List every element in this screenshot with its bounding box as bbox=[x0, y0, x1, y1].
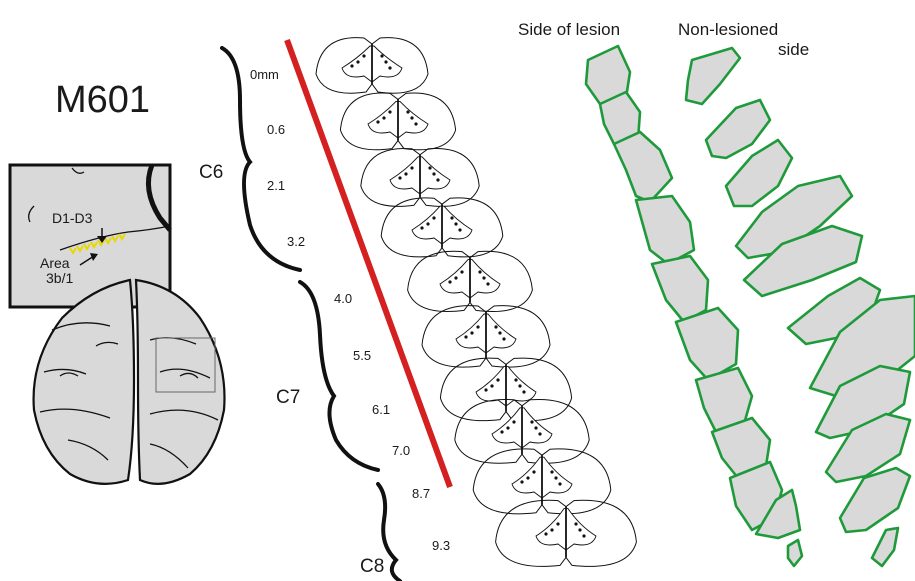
distance-label: 5.5 bbox=[353, 348, 371, 363]
spinal-section bbox=[496, 500, 637, 566]
nonlesion-side-reconstruction bbox=[686, 48, 915, 566]
labeled-terminal bbox=[526, 476, 529, 479]
distance-label: 2.1 bbox=[267, 178, 285, 193]
labeled-terminal bbox=[384, 60, 387, 63]
labeled-terminal bbox=[406, 110, 409, 113]
spinal-section bbox=[408, 251, 533, 311]
labeled-terminal bbox=[478, 270, 481, 273]
labeled-terminal bbox=[532, 470, 535, 473]
spinal-section bbox=[455, 399, 589, 463]
labeled-terminal bbox=[388, 66, 391, 69]
distance-label: 6.1 bbox=[372, 402, 390, 417]
labeled-terminal bbox=[376, 120, 379, 123]
brain-dorsal-view bbox=[34, 280, 225, 484]
lesion-side-header: Side of lesion bbox=[518, 20, 620, 39]
spinal-section bbox=[473, 449, 611, 514]
labeled-terminal bbox=[534, 426, 537, 429]
distance-label: 0.6 bbox=[267, 122, 285, 137]
labeled-terminal bbox=[470, 331, 473, 334]
labeled-terminal bbox=[494, 325, 497, 328]
area-label: Area bbox=[40, 255, 70, 271]
labeled-terminal bbox=[496, 378, 499, 381]
labeled-terminal bbox=[520, 480, 523, 483]
labeled-terminal bbox=[398, 176, 401, 179]
distance-label: 3.2 bbox=[287, 234, 305, 249]
labeled-terminal bbox=[500, 430, 503, 433]
labeled-terminal bbox=[454, 222, 457, 225]
distance-label: 0mm bbox=[250, 67, 279, 82]
labeled-terminal bbox=[428, 166, 431, 169]
distance-label: 4.0 bbox=[334, 291, 352, 306]
labeled-terminal bbox=[538, 432, 541, 435]
labeled-terminal bbox=[486, 282, 489, 285]
labeled-terminal bbox=[582, 534, 585, 537]
labeled-terminal bbox=[530, 420, 533, 423]
nonlesion-side-header: Non-lesioned bbox=[678, 20, 778, 39]
spinal-section bbox=[316, 38, 428, 94]
spinal-section bbox=[340, 93, 455, 150]
lesion-bar bbox=[287, 40, 450, 487]
labeled-terminal bbox=[476, 325, 479, 328]
labeled-terminal bbox=[420, 226, 423, 229]
labeled-terminal bbox=[556, 522, 559, 525]
labeled-terminal bbox=[482, 276, 485, 279]
area-label-2: 3b/1 bbox=[46, 270, 73, 286]
labeled-terminal bbox=[414, 122, 417, 125]
labeled-terminal bbox=[450, 216, 453, 219]
labeled-terminal bbox=[578, 528, 581, 531]
labeled-terminal bbox=[362, 54, 365, 57]
labeled-terminal bbox=[550, 470, 553, 473]
nonlesion-side-header-2: side bbox=[778, 40, 809, 59]
labeled-terminal bbox=[550, 528, 553, 531]
labeled-terminal bbox=[404, 172, 407, 175]
labeled-terminal bbox=[484, 388, 487, 391]
labeled-terminal bbox=[558, 482, 561, 485]
labeled-terminal bbox=[410, 166, 413, 169]
labeled-terminal bbox=[554, 476, 557, 479]
labeled-terminal bbox=[448, 280, 451, 283]
distance-label: 7.0 bbox=[392, 443, 410, 458]
labeled-terminal bbox=[388, 110, 391, 113]
labeled-terminal bbox=[432, 216, 435, 219]
labeled-terminal bbox=[514, 378, 517, 381]
labeled-terminal bbox=[454, 276, 457, 279]
segment-label-c7: C7 bbox=[276, 387, 300, 408]
labeled-terminal bbox=[432, 172, 435, 175]
labeled-terminal bbox=[380, 54, 383, 57]
labeled-terminal bbox=[350, 64, 353, 67]
digits-label: D1-D3 bbox=[52, 210, 93, 226]
segment-label-c6: C6 bbox=[199, 162, 223, 183]
labeled-terminal bbox=[518, 384, 521, 387]
labeled-terminal bbox=[356, 60, 359, 63]
labeled-terminal bbox=[506, 426, 509, 429]
labeled-terminal bbox=[382, 116, 385, 119]
distance-label: 8.7 bbox=[412, 486, 430, 501]
labeled-terminal bbox=[502, 337, 505, 340]
labeled-terminal bbox=[458, 228, 461, 231]
labeled-terminal bbox=[498, 331, 501, 334]
labeled-terminal bbox=[464, 335, 467, 338]
spinal-sections bbox=[316, 38, 636, 567]
labeled-terminal bbox=[426, 222, 429, 225]
labeled-terminal bbox=[490, 384, 493, 387]
labeled-terminal bbox=[436, 178, 439, 181]
labeled-terminal bbox=[410, 116, 413, 119]
distance-label: 9.3 bbox=[432, 538, 450, 553]
lesion-side-reconstruction bbox=[586, 46, 802, 566]
labeled-terminal bbox=[522, 390, 525, 393]
labeled-terminal bbox=[574, 522, 577, 525]
case-id: M601 bbox=[55, 79, 150, 121]
labeled-terminal bbox=[512, 420, 515, 423]
segment-label-c8: C8 bbox=[360, 556, 384, 577]
labeled-terminal bbox=[460, 270, 463, 273]
labeled-terminal bbox=[544, 532, 547, 535]
